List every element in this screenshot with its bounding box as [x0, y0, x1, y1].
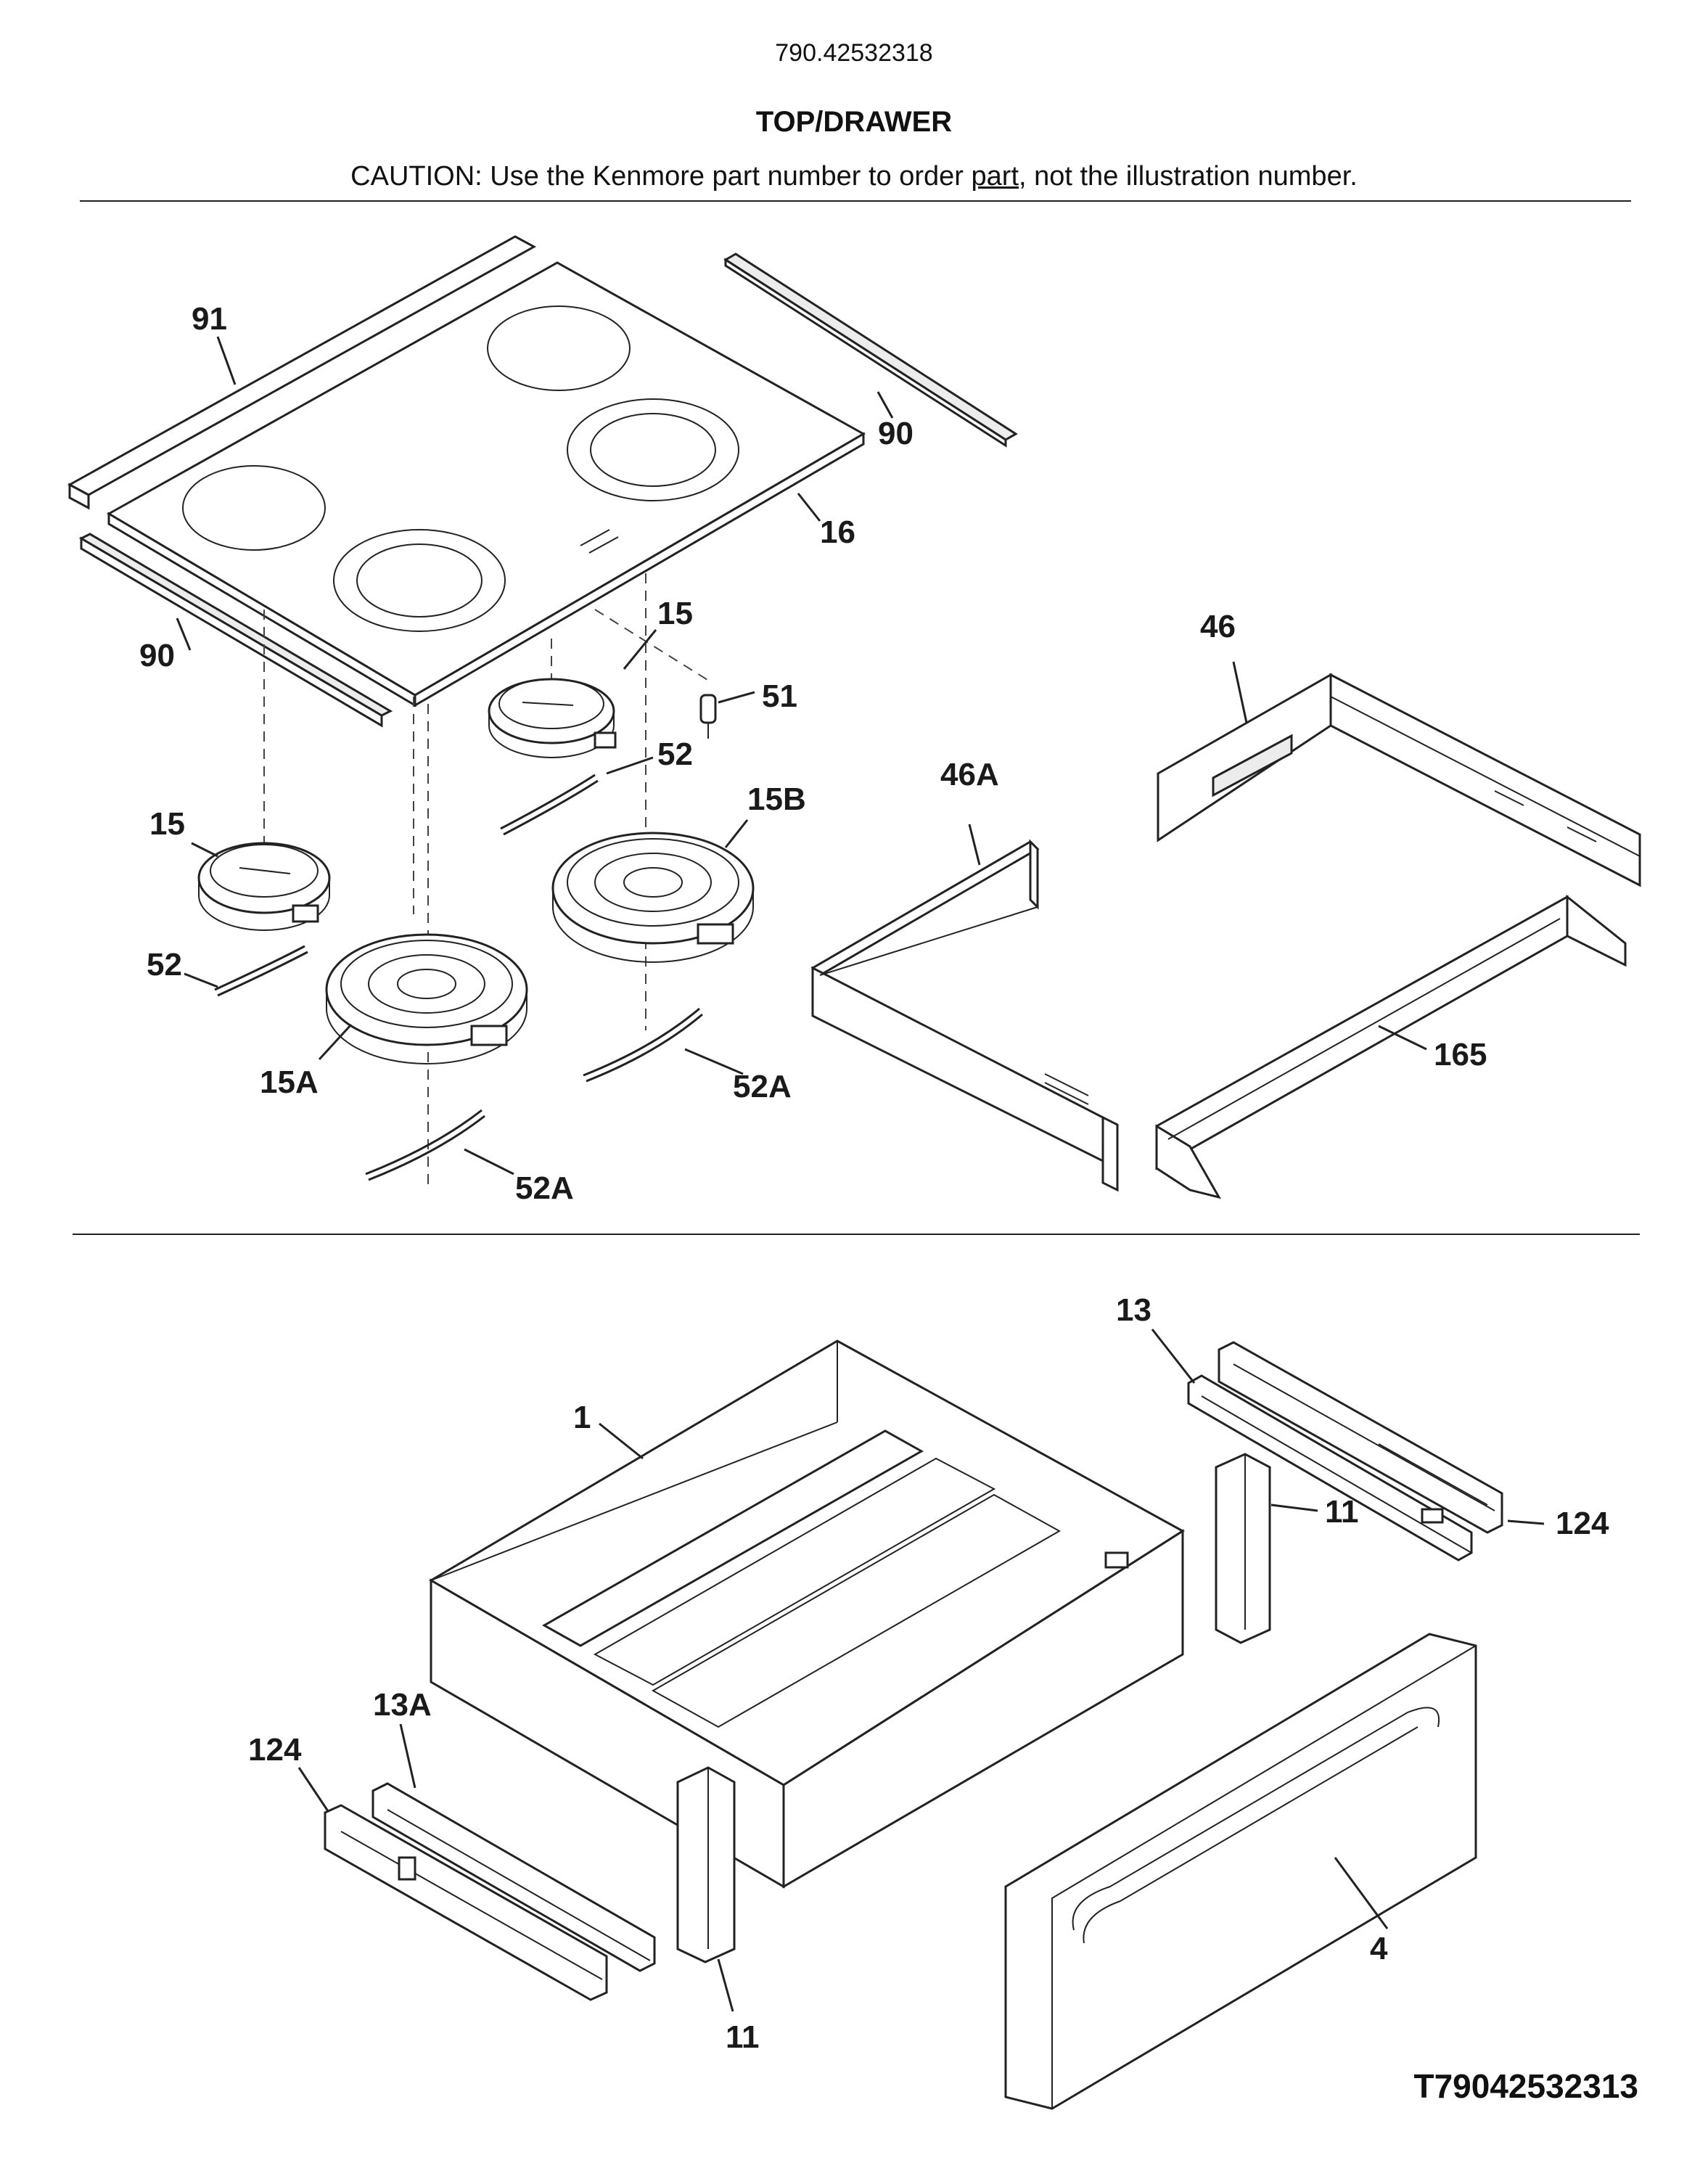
header-rule: [80, 200, 1631, 202]
section-title: TOP/DRAWER: [755, 106, 953, 138]
callout-13: 13: [1116, 1292, 1151, 1328]
callout-1: 1: [573, 1400, 591, 1435]
part-11-support-bracket-left: [676, 1766, 736, 1963]
callout-90-right-trim: 90: [878, 416, 913, 451]
callout-52-top-strap: 52: [657, 736, 693, 772]
part-52a-strap-bottom: [365, 1109, 485, 1181]
callout-90-left-trim: 90: [139, 638, 175, 673]
callout-124-left-rail: 124: [248, 1732, 302, 1768]
caution-prefix: CAUTION: Use the Kenmore part number to …: [350, 161, 972, 192]
callout-11-right-bracket: 11: [1325, 1494, 1359, 1530]
callout-11-left-bracket: 11: [726, 2019, 760, 2055]
assembly-guide-lines: [263, 573, 712, 1190]
part-15b-radiant-element: [551, 832, 755, 963]
part-1-warming-drawer: [429, 1339, 1185, 1889]
part-46a-front-bracket: [810, 839, 1119, 1192]
part-13-drawer-slide-right: [1187, 1374, 1473, 1562]
callout-15-top-element: 15: [657, 596, 693, 631]
part-51-switch: [699, 694, 717, 739]
callout-15a: 15A: [260, 1064, 319, 1100]
part-52-strap-top: [500, 773, 599, 836]
callout-165: 165: [1434, 1037, 1487, 1072]
part-16-glass-cooktop: [106, 261, 866, 707]
caution-suffix: , not the illustration number.: [1019, 161, 1358, 192]
part-90-side-trim-left: [78, 533, 393, 728]
part-91-rear-trim: [67, 235, 537, 510]
caution-underlined-word: part: [971, 161, 1019, 192]
drawing-number: T79042532313: [1413, 2067, 1638, 2105]
callout-52-left-strap: 52: [147, 947, 182, 982]
section-divider-rule: [73, 1234, 1640, 1235]
callout-91: 91: [192, 301, 227, 337]
part-52-strap-left: [214, 945, 308, 997]
callout-15-left-element: 15: [149, 806, 185, 842]
part-52a-strap-right: [583, 1007, 703, 1083]
callout-16: 16: [820, 514, 855, 550]
part-15-radiant-element-top: [488, 678, 617, 758]
callout-51: 51: [762, 678, 797, 714]
callout-46: 46: [1200, 609, 1236, 644]
part-124-slide-rail-left: [324, 1804, 608, 2001]
callout-15b: 15B: [747, 781, 806, 817]
part-13a-drawer-slide-left: [371, 1782, 656, 1972]
callout-leader-lines: [176, 336, 1545, 2012]
model-number: 790.42532318: [775, 39, 933, 67]
callout-52a-bottom-strap: 52A: [515, 1170, 574, 1206]
part-15-radiant-element-left: [197, 842, 331, 931]
callout-13a: 13A: [373, 1687, 432, 1723]
part-90-side-trim-right: [723, 253, 1018, 448]
caution-text: CAUTION: Use the Kenmore part number to …: [0, 161, 1708, 192]
part-165-side-rail: [1155, 894, 1627, 1199]
part-4-drawer-front-panel: [1004, 1633, 1477, 2110]
callout-124-right-rail: 124: [1556, 1506, 1609, 1541]
part-124-slide-rail-right: [1218, 1341, 1503, 1534]
part-11-support-bracket-right: [1215, 1453, 1271, 1644]
callout-52a-right-strap: 52A: [733, 1069, 792, 1104]
part-46-rear-bracket: [1157, 673, 1641, 887]
part-15a-radiant-element: [325, 933, 528, 1064]
callout-4: 4: [1370, 1931, 1388, 1966]
callout-46a: 46A: [940, 757, 999, 792]
